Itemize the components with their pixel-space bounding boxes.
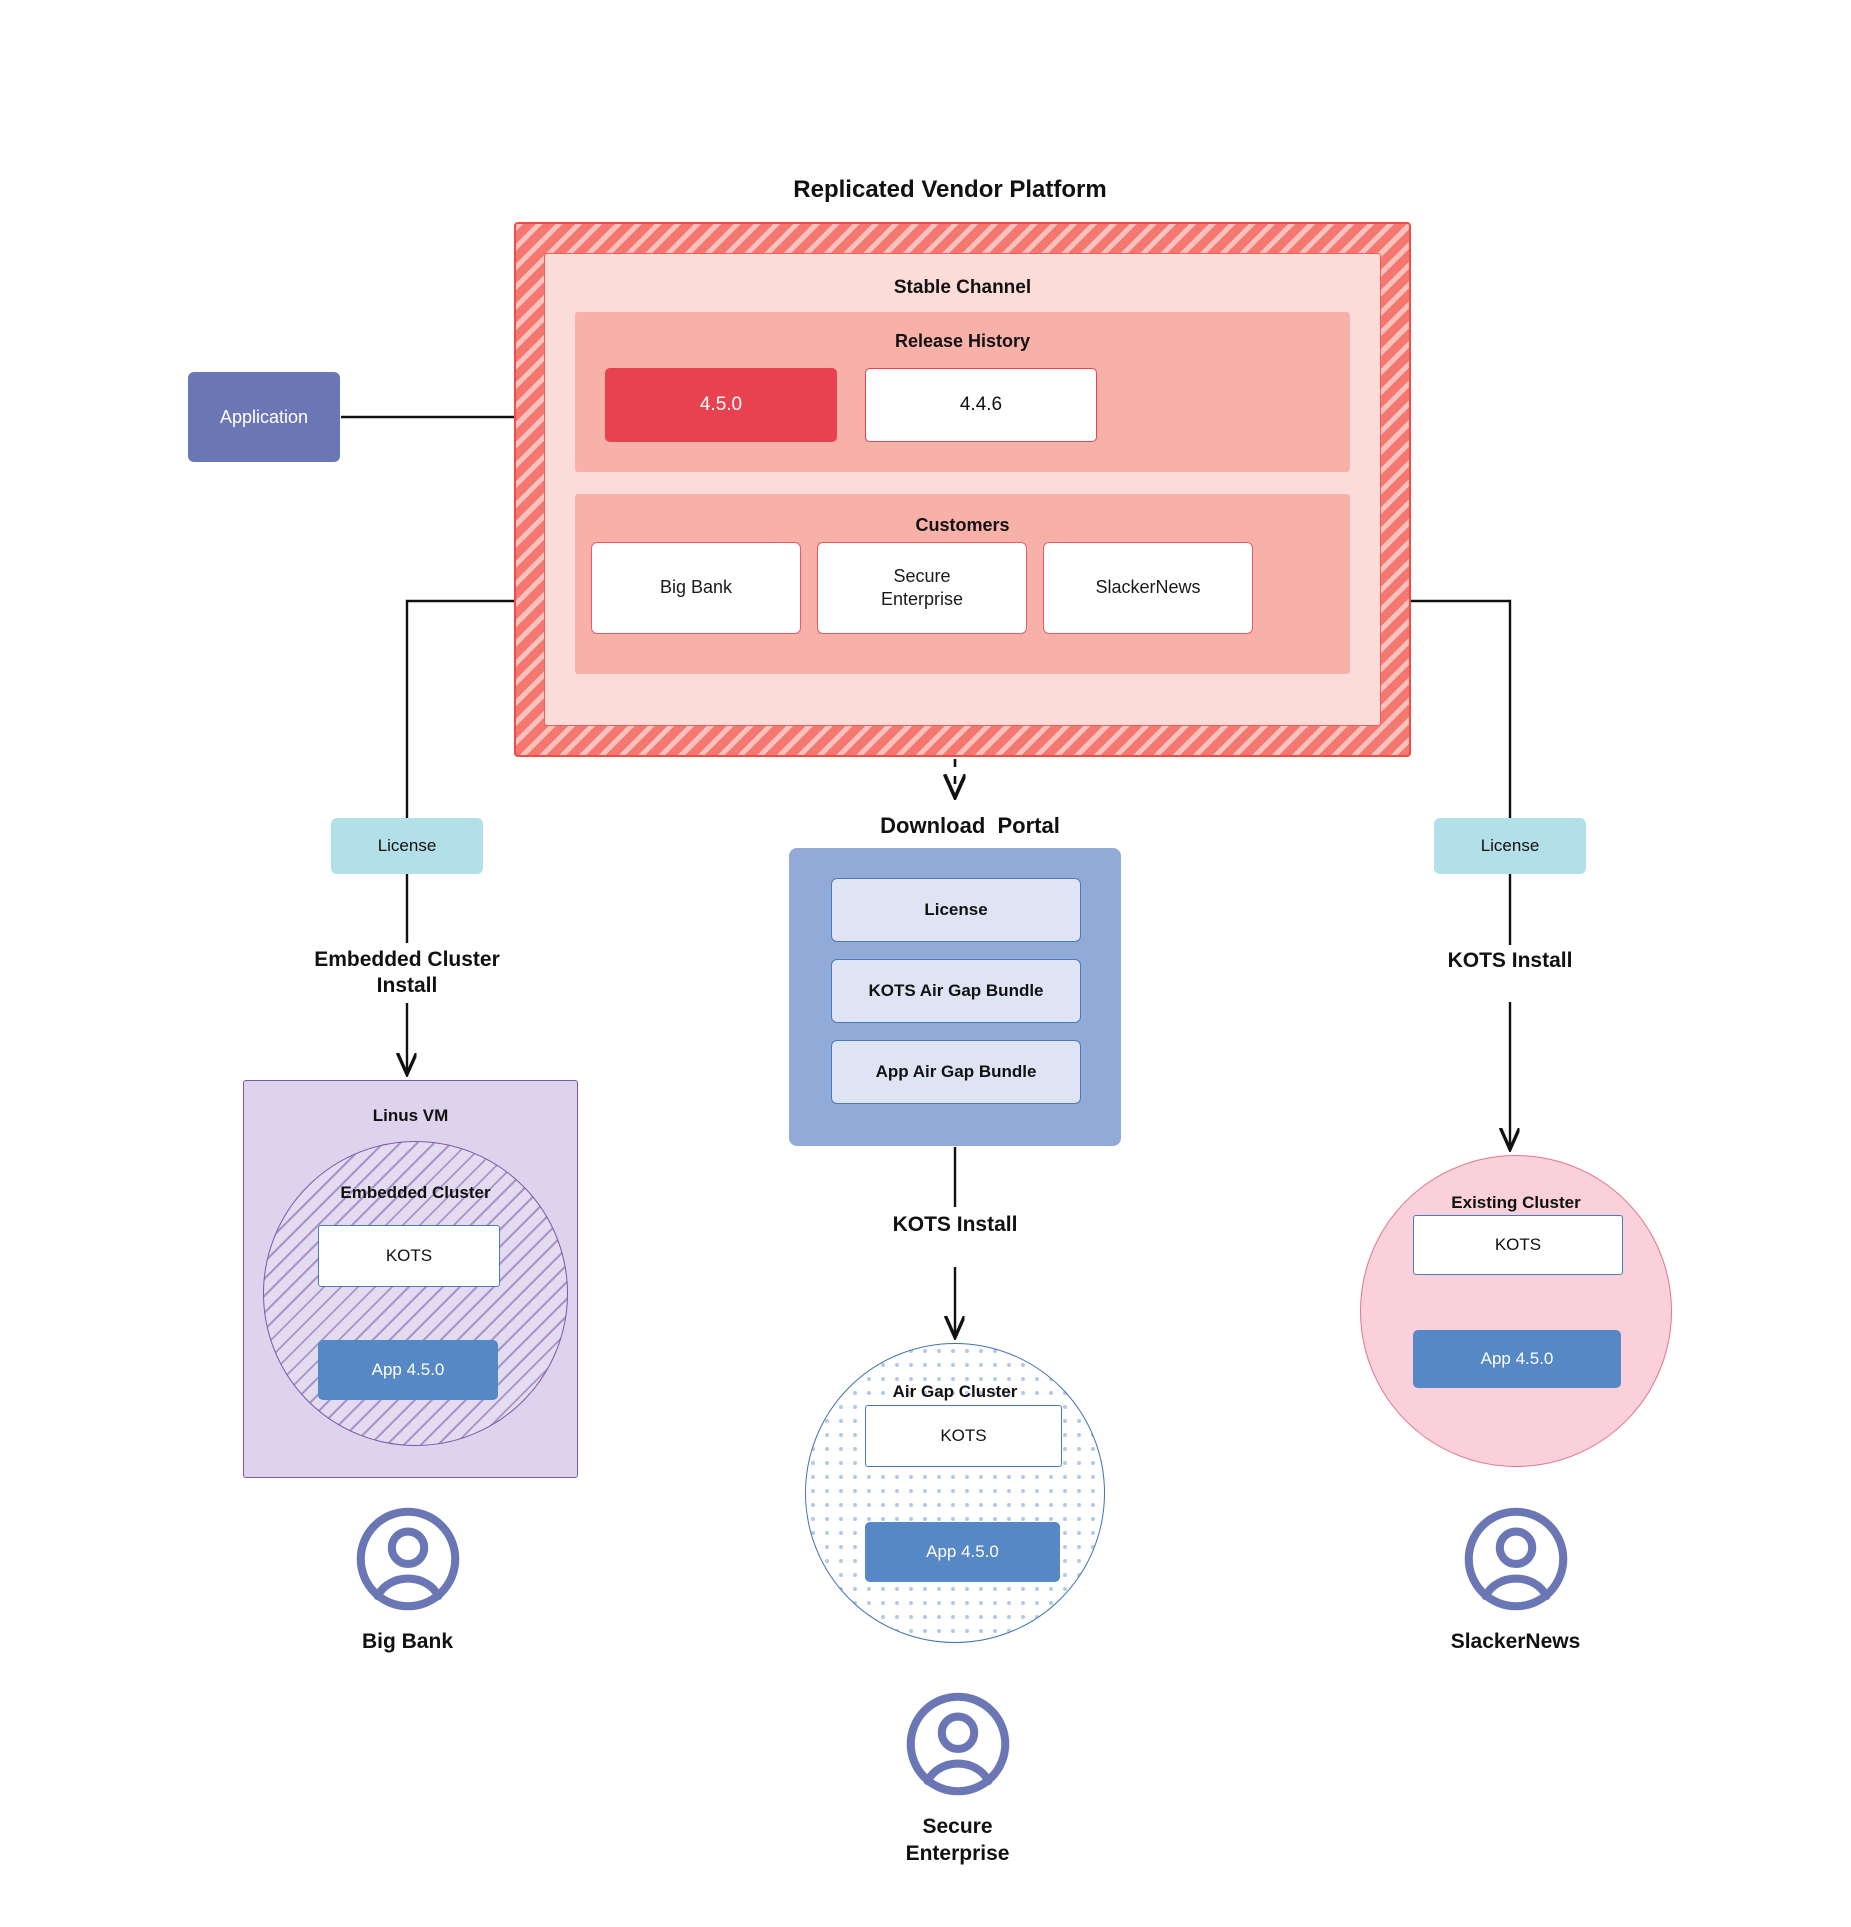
kots-label-right: KOTS bbox=[1494, 1235, 1542, 1254]
application-node[interactable]: Application bbox=[188, 372, 340, 462]
portal-item-app-air-gap-bundle[interactable]: App Air Gap Bundle bbox=[831, 1040, 1081, 1104]
kots-label-left: KOTS bbox=[385, 1246, 433, 1265]
app-box-center[interactable]: App 4.5.0 bbox=[865, 1522, 1060, 1582]
app-label-right: App 4.5.0 bbox=[1480, 1349, 1554, 1368]
flow-label-embedded-cluster-install: Embedded Cluster Install bbox=[287, 947, 527, 1000]
kots-box-left[interactable]: KOTS bbox=[318, 1225, 500, 1287]
release-version-previous: 4.4.6 bbox=[959, 394, 1003, 415]
portal-item-kots-air-gap-bundle[interactable]: KOTS Air Gap Bundle bbox=[831, 959, 1081, 1023]
app-box-right[interactable]: App 4.5.0 bbox=[1413, 1330, 1621, 1388]
kots-box-right[interactable]: KOTS bbox=[1413, 1215, 1623, 1275]
license-label-left: License bbox=[377, 836, 437, 855]
portal-item-kots-air-gap-bundle-label: KOTS Air Gap Bundle bbox=[868, 981, 1044, 1000]
release-box-previous[interactable]: 4.4.6 bbox=[865, 368, 1097, 442]
persona-big-bank: Big Bank bbox=[300, 1505, 515, 1655]
customer-label-secure-enterprise: Secure Enterprise bbox=[880, 565, 964, 609]
customers-panel: Customers Big Bank Secure Enterprise Sla… bbox=[575, 494, 1350, 674]
flow-label-kots-install-right: KOTS Install bbox=[1400, 948, 1620, 975]
user-avatar-icon bbox=[1464, 1507, 1567, 1611]
customer-box-slackernews[interactable]: SlackerNews bbox=[1043, 542, 1253, 634]
release-version-current: 4.5.0 bbox=[699, 394, 743, 415]
user-avatar-icon bbox=[356, 1507, 459, 1611]
flow-label-kots-install-center: KOTS Install bbox=[845, 1212, 1065, 1239]
embedded-cluster-circle: Embedded Cluster bbox=[263, 1141, 568, 1446]
download-portal-container: License KOTS Air Gap Bundle App Air Gap … bbox=[789, 848, 1121, 1146]
existing-cluster-circle: Existing Cluster bbox=[1360, 1155, 1672, 1467]
embedded-cluster-title: Embedded Cluster bbox=[340, 1183, 491, 1202]
air-gap-cluster-circle: Air Gap Cluster bbox=[805, 1343, 1105, 1643]
stable-channel-container: Stable Channel Release History 4.5.0 4.4… bbox=[544, 253, 1381, 726]
persona-label-big-bank: Big Bank bbox=[361, 1630, 453, 1653]
portal-item-license-label: License bbox=[924, 900, 988, 919]
portal-item-license[interactable]: License bbox=[831, 878, 1081, 942]
release-box-current[interactable]: 4.5.0 bbox=[605, 368, 837, 442]
customers-title: Customers bbox=[915, 515, 1010, 535]
vendor-platform-container: Stable Channel Release History 4.5.0 4.4… bbox=[514, 222, 1411, 757]
user-avatar-icon bbox=[906, 1692, 1009, 1796]
customer-box-secure-enterprise[interactable]: Secure Enterprise bbox=[817, 542, 1027, 634]
application-label: Application bbox=[219, 406, 309, 427]
app-box-left[interactable]: App 4.5.0 bbox=[318, 1340, 498, 1400]
air-gap-cluster-title: Air Gap Cluster bbox=[892, 1382, 1018, 1401]
persona-secure-enterprise: Secure Enterprise bbox=[850, 1690, 1065, 1868]
license-chip-right[interactable]: License bbox=[1434, 818, 1586, 874]
linux-vm-title: Linus VM bbox=[372, 1106, 449, 1125]
app-label-center: App 4.5.0 bbox=[926, 1542, 999, 1561]
release-history-title: Release History bbox=[894, 331, 1031, 351]
customer-label-big-bank: Big Bank bbox=[659, 577, 733, 598]
download-portal-title: Download Portal bbox=[880, 813, 1060, 838]
kots-label-center: KOTS bbox=[940, 1426, 987, 1445]
customer-label-slackernews: SlackerNews bbox=[1095, 577, 1201, 598]
persona-label-secure-enterprise: Secure Enterprise bbox=[905, 1815, 1010, 1866]
customer-box-big-bank[interactable]: Big Bank bbox=[591, 542, 801, 634]
license-chip-left[interactable]: License bbox=[331, 818, 483, 874]
app-label-left: App 4.5.0 bbox=[371, 1360, 445, 1379]
persona-slackernews: SlackerNews bbox=[1408, 1505, 1623, 1655]
portal-item-app-air-gap-bundle-label: App Air Gap Bundle bbox=[875, 1062, 1037, 1081]
vendor-platform-title: Replicated Vendor Platform bbox=[793, 176, 1107, 203]
license-label-right: License bbox=[1480, 836, 1540, 855]
release-history-panel: Release History 4.5.0 4.4.6 bbox=[575, 312, 1350, 472]
kots-box-center[interactable]: KOTS bbox=[865, 1405, 1062, 1467]
persona-label-slackernews: SlackerNews bbox=[1450, 1630, 1581, 1653]
stable-channel-title: Stable Channel bbox=[893, 277, 1032, 298]
existing-cluster-title: Existing Cluster bbox=[1451, 1193, 1581, 1212]
